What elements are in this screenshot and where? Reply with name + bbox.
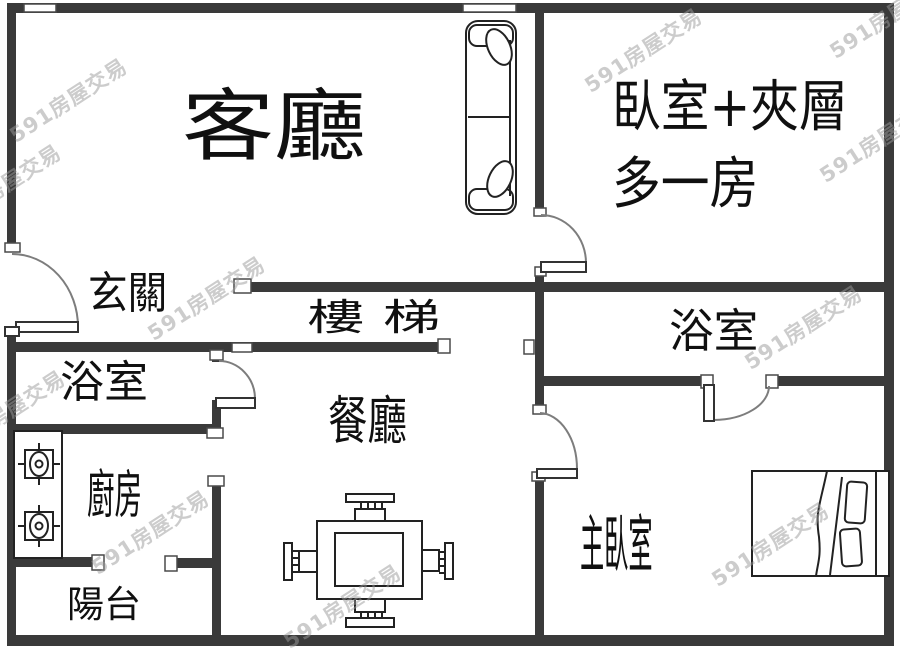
- window-icon: [462, 3, 517, 13]
- room-label-bedroom-mezzanine: 臥室+夾層: [612, 75, 848, 140]
- door-swing-icon: [218, 360, 256, 400]
- bath-right-door: [703, 384, 770, 422]
- entry-door: [4, 253, 79, 337]
- room-label-kitchen: 廚房: [87, 466, 143, 526]
- room-label-entry: 玄關: [88, 268, 168, 319]
- room-label-stairs: 樓梯: [307, 296, 459, 339]
- bed-icon: [751, 470, 890, 577]
- room-label-master-bedroom: 主臥室: [580, 508, 653, 581]
- walls-layer: [7, 3, 894, 646]
- burner-icon: [18, 443, 60, 485]
- room-label-dining: 餐廳: [328, 392, 408, 452]
- stove-icon: [13, 430, 63, 559]
- dining-table-icon: [283, 493, 454, 628]
- door-swing-icon: [540, 214, 587, 264]
- window-icon: [23, 3, 57, 13]
- bath-left-door: [215, 360, 256, 409]
- room-label-living: 客廳: [182, 82, 367, 172]
- burner-icon: [18, 505, 60, 547]
- room-label-balcony: 陽台: [67, 583, 141, 626]
- door-swing-icon: [713, 385, 770, 421]
- bedroom-door: [540, 214, 587, 273]
- sofa-icon: [465, 20, 517, 215]
- room-label-bath-right: 浴室: [669, 304, 759, 358]
- door-swing-icon: [11, 253, 79, 328]
- room-label-bath-left: 浴室: [60, 357, 148, 408]
- door-swing-icon: [539, 412, 578, 470]
- room-label-bedroom-extra: 多一房: [612, 152, 759, 217]
- master-bedroom-door: [536, 412, 578, 479]
